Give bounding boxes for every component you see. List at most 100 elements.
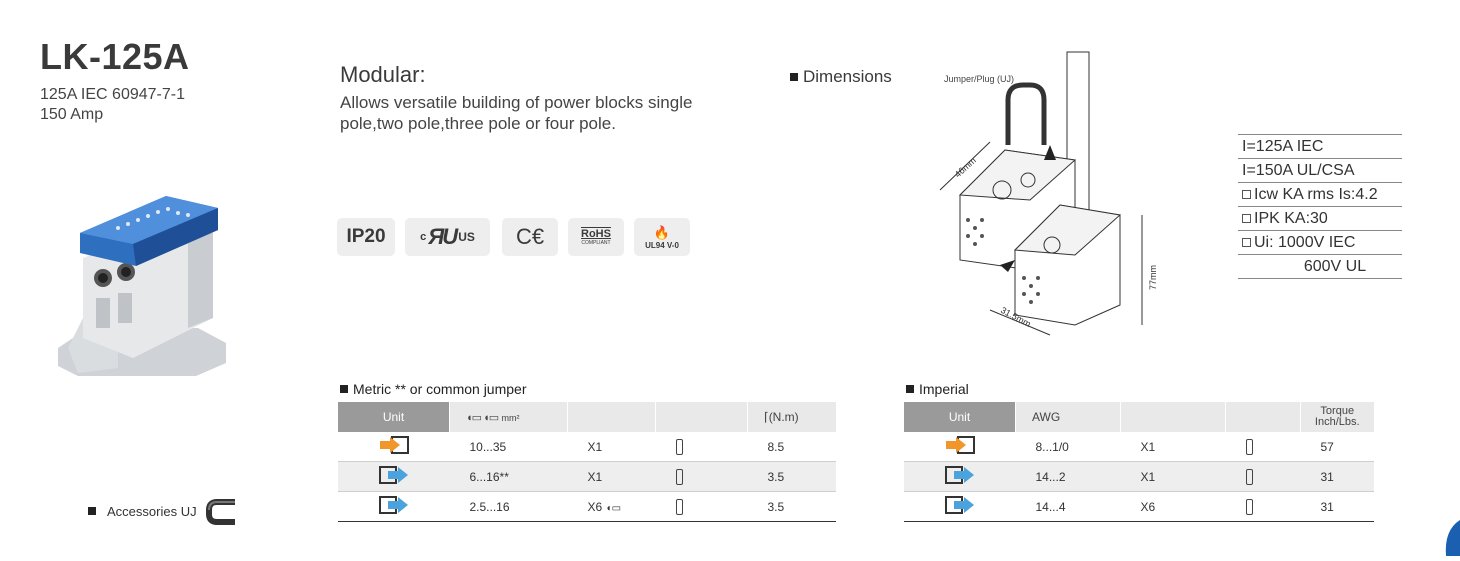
qty-cell: X1 <box>567 432 656 462</box>
ul94-badge: 🔥 UL94 V-0 <box>634 218 690 256</box>
torque-cell: 31 <box>1300 491 1374 522</box>
orange-input-arrow-icon <box>379 436 409 454</box>
fuse-cell <box>1225 491 1301 522</box>
qty-cell: X6 <box>1120 491 1226 522</box>
bullet-square-icon <box>88 507 96 515</box>
checkbox-icon <box>1242 238 1251 247</box>
product-spec-amp: 150 Amp <box>40 106 104 123</box>
product-model: LK-125A <box>40 36 190 77</box>
orange-input-arrow-icon <box>945 436 975 454</box>
fuse-icon <box>1245 438 1253 455</box>
qty-cell: X1 <box>1120 461 1226 492</box>
electrical-specs-list: I=125A IEC I=150A UL/CSA Icw KA rms Is:4… <box>1238 134 1402 279</box>
fuse-cell <box>1225 432 1301 462</box>
rohs-label: RoHS <box>581 228 611 240</box>
qty-cell: X6 ◖▭ <box>567 491 656 522</box>
header-wire-size: ◖▭ ◖▭ mm² <box>449 402 568 432</box>
table-row: 6...16** X1 3.5 <box>337 461 836 492</box>
range-cell: 6...16** <box>449 461 568 492</box>
ce-mark-badge: C€ <box>502 218 558 256</box>
jumper-plug-label: Jumper/Plug (UJ) <box>944 74 1015 84</box>
modular-title: Modular: <box>340 62 426 87</box>
spec-text: IPK KA:30 <box>1254 209 1328 227</box>
ul-prefix: c <box>420 231 427 243</box>
metric-title-label: Metric ** or common jumper <box>353 381 527 397</box>
checkbox-icon <box>1242 214 1251 223</box>
imperial-title-label: Imperial <box>919 381 969 397</box>
imperial-table: Unit AWG Torque Inch/Lbs. 8...1/0 X1 57 … <box>903 402 1374 522</box>
fuse-cell <box>1225 461 1301 492</box>
header-unit: Unit <box>903 402 1016 432</box>
table-row: 10...35 X1 8.5 <box>337 432 836 462</box>
table-row: 2.5...16 X6 ◖▭ 3.5 <box>337 491 836 522</box>
header-mm2: mm² <box>501 413 520 423</box>
accessories-label: Accessories UJ <box>107 503 197 519</box>
spec-row: IPK KA:30 <box>1238 206 1402 230</box>
jumper-uj-icon <box>205 499 235 525</box>
unit-cell <box>903 432 1016 462</box>
qty-cell: X1 <box>567 461 656 492</box>
flame-icon: 🔥 <box>653 224 671 240</box>
range-cell: 14...2 <box>1015 461 1121 492</box>
spec-row: Icw KA rms Is:4.2 <box>1238 182 1402 206</box>
unit-cell <box>337 491 450 522</box>
spec-text: Icw KA rms Is:4.2 <box>1254 185 1378 203</box>
unit-cell <box>337 432 450 462</box>
dimension-drawing: 46mm 77mm 31.5mm <box>920 50 1170 355</box>
header-torque: ⌈(N.m) <box>747 402 836 432</box>
blue-output-arrow-icon <box>944 466 974 484</box>
torque-cell: 57 <box>1300 432 1374 462</box>
product-image <box>48 178 238 383</box>
ip20-badge: IP20 <box>337 218 395 256</box>
modular-description: Allows versatile building of power block… <box>340 93 693 133</box>
header-unit: Unit <box>337 402 450 432</box>
dimensions-title: Dimensions <box>790 67 892 87</box>
blue-output-arrow-icon <box>378 466 408 484</box>
qty-value: X6 <box>587 499 603 514</box>
fuse-icon <box>675 438 683 455</box>
table-header-row: Unit ◖▭ ◖▭ mm² ⌈(N.m) <box>337 402 836 432</box>
header-torque: Torque Inch/Lbs. <box>1300 402 1374 432</box>
table-row: 14...2 X1 31 <box>903 461 1374 492</box>
ul94-label: UL94 V-0 <box>645 240 679 250</box>
ce-label: C€ <box>515 224 545 249</box>
metric-table-title: Metric ** or common jumper <box>340 381 527 397</box>
fuse-cell <box>655 432 748 462</box>
torque-cell: 3.5 <box>747 461 836 492</box>
torque-icon: ⌈ <box>764 410 769 424</box>
table-header-row: Unit AWG Torque Inch/Lbs. <box>903 402 1374 432</box>
spec-text: I=150A UL/CSA <box>1242 161 1355 179</box>
bullet-square-icon <box>906 385 914 393</box>
dim-height-label: 77mm <box>1148 265 1158 290</box>
torque-cell: 8.5 <box>747 432 836 462</box>
imperial-table-title: Imperial <box>906 381 969 397</box>
spec-row: I=150A UL/CSA <box>1238 158 1402 182</box>
header-fuse <box>1225 402 1301 432</box>
fuse-icon <box>675 498 683 515</box>
ul-listed-badge: c ЯU US <box>405 218 490 256</box>
fuse-icon <box>675 468 683 485</box>
spec-text: 600V UL <box>1303 257 1367 275</box>
ip20-label: IP20 <box>346 226 386 247</box>
torque-cell: 31 <box>1300 461 1374 492</box>
wire-ferrule-icon: ◖▭ ◖▭ <box>466 412 499 424</box>
fuse-icon <box>1245 498 1253 515</box>
rohs-badge: RoHS COMPLIANT <box>568 218 624 256</box>
header-qty <box>1120 402 1226 432</box>
table-row: 14...4 X6 31 <box>903 491 1374 522</box>
header-torque-line2: Inch/Lbs. <box>1314 416 1360 428</box>
spec-text: I=125A IEC <box>1242 137 1324 155</box>
range-cell: 14...4 <box>1015 491 1121 522</box>
unit-cell <box>903 461 1016 492</box>
fuse-cell <box>655 491 748 522</box>
bullet-square-icon <box>340 385 348 393</box>
fuse-icon <box>1245 468 1253 485</box>
header-qty <box>567 402 656 432</box>
qty-cell: X1 <box>1120 432 1226 462</box>
header-torque-unit: (N.m) <box>768 410 799 424</box>
ul-suffix: US <box>458 230 475 244</box>
range-cell: 8...1/0 <box>1015 432 1121 462</box>
spec-row: Ui: 1000V IEC <box>1238 230 1402 254</box>
unit-cell <box>337 461 450 492</box>
bullet-square-icon <box>790 73 798 81</box>
